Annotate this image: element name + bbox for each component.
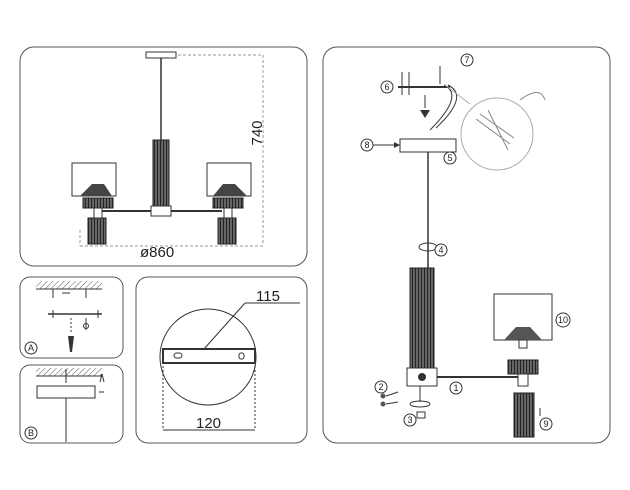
callout-7: 7 xyxy=(460,53,474,67)
callout-9: 9 xyxy=(539,417,553,431)
callout-4: 4 xyxy=(434,243,448,257)
column-body xyxy=(152,139,170,207)
svg-text:3: 3 xyxy=(407,415,412,425)
callout-2: 2 xyxy=(374,380,388,394)
panel-a: A xyxy=(19,276,124,359)
svg-text:4: 4 xyxy=(438,245,443,255)
svg-text:6: 6 xyxy=(384,82,389,92)
svg-text:8: 8 xyxy=(364,140,369,150)
svg-text:1: 1 xyxy=(453,383,458,393)
assembly-canopy xyxy=(399,138,457,153)
plate-bar xyxy=(162,348,256,364)
callout-10: 10 xyxy=(555,312,571,328)
callout-3: 3 xyxy=(403,413,417,427)
svg-text:9: 9 xyxy=(543,419,548,429)
lamp-left xyxy=(71,162,117,245)
callout-5: 5 xyxy=(443,151,457,165)
svg-text:A: A xyxy=(28,343,34,353)
panel-b: B xyxy=(19,364,124,444)
callout-1: 1 xyxy=(449,381,463,395)
plate-depth-label: 115 xyxy=(256,288,280,305)
badge-b xyxy=(24,426,38,440)
svg-text:2: 2 xyxy=(378,382,383,392)
height-dimension-line xyxy=(178,54,264,243)
svg-text:B: B xyxy=(28,428,34,438)
svg-text:5: 5 xyxy=(447,153,452,163)
plate-width-label: 120 xyxy=(196,415,221,432)
height-label: 740 xyxy=(249,120,266,145)
lamp-right xyxy=(206,162,252,245)
badge-a xyxy=(24,341,38,355)
callout-8: 8 xyxy=(360,138,374,152)
svg-text:7: 7 xyxy=(464,55,469,65)
canopy xyxy=(145,51,177,59)
panel-assembly: 1 2 3 4 5 6 7 8 xyxy=(322,46,611,444)
panel-plate-detail: 115 120 xyxy=(135,276,308,444)
svg-text:10: 10 xyxy=(558,315,568,325)
panel-overview: 740 ø860 xyxy=(19,46,308,267)
mounting-plate xyxy=(36,385,96,399)
callout-6: 6 xyxy=(380,80,394,94)
diameter-label: ø860 xyxy=(140,244,174,261)
